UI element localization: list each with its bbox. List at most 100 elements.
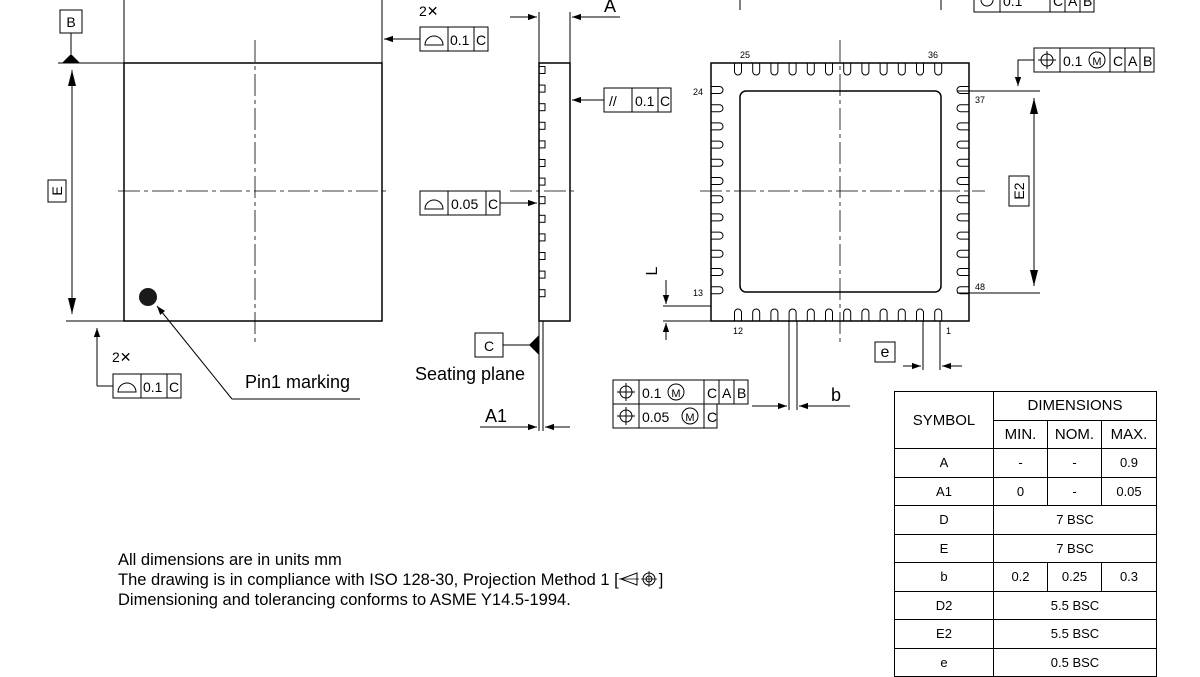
fcf-top-value: 0.1 — [1003, 0, 1023, 9]
position-icon — [980, 0, 994, 7]
symbol-cell: E — [894, 533, 994, 563]
pad-lead-bottom — [788, 308, 797, 321]
drawing-notes: All dimensions are in units mm The drawi… — [118, 550, 663, 610]
pin-number-25: 25 — [740, 50, 750, 60]
fcf-surface-side-datum: C — [488, 196, 498, 212]
value-cell: 5.5 BSC — [993, 619, 1157, 649]
fcf-top-datum-a: A — [1068, 0, 1078, 9]
fcf-surface-top-datum: C — [476, 32, 486, 48]
datum-B-label: B — [66, 14, 75, 30]
pad-lead-bottom — [861, 308, 870, 321]
fcf-top-datum-c: C — [1053, 0, 1063, 9]
side-lead — [538, 177, 546, 186]
pad-lead-bottom — [806, 308, 815, 321]
datum-B-triangle — [62, 54, 80, 63]
symbol-cell: A1 — [894, 476, 994, 506]
seating-plane-label: Seating plane — [415, 364, 525, 384]
pad-lead-top — [916, 63, 924, 76]
pad-lead-left — [711, 213, 724, 222]
pin1-marking-label: Pin1 marking — [245, 372, 350, 392]
symbol-header: SYMBOL — [894, 391, 994, 449]
pin1-dot — [139, 288, 157, 306]
dim-box-e — [874, 341, 896, 363]
pad-lead-top — [788, 63, 797, 76]
fcf-top-datum-b: B — [1083, 0, 1092, 9]
fcf-parallel-value: 0.1 — [635, 93, 655, 109]
note-units: All dimensions are in units mm — [118, 551, 342, 569]
side-lead — [538, 214, 546, 223]
column-header: NOM. — [1047, 419, 1102, 449]
pad-lead-left — [711, 158, 724, 167]
pad-lead-right — [956, 122, 969, 131]
pad-lead-right — [956, 195, 969, 204]
arrowhead — [68, 70, 76, 86]
pin-number-36: 36 — [928, 50, 938, 60]
pin-number-37: 37 — [975, 95, 985, 105]
pin-number-48: 48 — [975, 282, 985, 292]
svg-text:M: M — [671, 388, 680, 400]
fcf-surface-top-value: 0.1 — [450, 32, 470, 48]
value-cell: 5.5 BSC — [993, 590, 1157, 620]
count-2x-top: 2✕ — [419, 3, 439, 19]
symbol-cell: e — [894, 647, 994, 677]
value-cell: 7 BSC — [993, 505, 1157, 535]
fcf-surface-side — [419, 190, 501, 216]
pad-lead-right — [956, 158, 969, 167]
svg-text:M: M — [685, 412, 694, 424]
pad-lead-bottom — [825, 308, 833, 321]
count-2x-bottom: 2✕ — [112, 349, 132, 365]
symbol-cell: E2 — [894, 619, 994, 649]
pad-lead-left — [711, 140, 724, 149]
side-leads — [538, 66, 546, 298]
table-row: A--0.9 — [894, 448, 1157, 478]
value-cell: 0.25 — [1047, 562, 1102, 592]
fcf-parallel-datum: C — [660, 93, 670, 109]
side-lead — [538, 121, 546, 130]
pin-number-24: 24 — [693, 87, 703, 97]
note-iso-text: The drawing is in compliance with ISO 12… — [118, 571, 619, 589]
pin-number-13: 13 — [693, 288, 703, 298]
datum-C-triangle — [529, 335, 539, 355]
fcf-surface-top — [419, 26, 489, 52]
mmc-icon — [667, 383, 685, 401]
svg-text:M: M — [1092, 56, 1101, 68]
pin1-leader — [156, 305, 233, 400]
table-subheader-row: MIN.NOM.MAX. — [895, 419, 1157, 449]
column-header: MIN. — [993, 419, 1048, 449]
fcf-lead-value: 0.1 — [642, 385, 662, 401]
pad-lead-top — [806, 63, 815, 76]
value-cell: 0.3 — [1101, 562, 1157, 592]
mmc-icon — [1088, 51, 1106, 69]
column-header: MAX. — [1101, 419, 1157, 449]
surface-profile-icon — [424, 199, 444, 210]
side-lead — [538, 289, 546, 298]
side-lead — [538, 252, 546, 260]
pad-lead-left — [711, 122, 724, 131]
leader-line — [1014, 59, 1034, 86]
dim-box-E — [47, 179, 67, 203]
package-outline-side — [538, 62, 571, 322]
dim-label-e: e — [881, 344, 890, 361]
bottom-view: 25 36 24 37 13 48 12 1 0.1 C A B 0.1 M C… — [612, 0, 1155, 429]
value-cell: 0.5 BSC — [993, 647, 1157, 677]
dimensions-header: DIMENSIONS — [993, 391, 1157, 421]
pad-lead-right — [956, 286, 969, 295]
side-lead — [538, 159, 546, 167]
note-asme: Dimensioning and tolerancing conforms to… — [118, 591, 571, 609]
pad-lead-top — [897, 63, 906, 76]
pad-lead-top — [934, 63, 943, 76]
pad-lead-left — [711, 177, 724, 185]
exposed-pad — [739, 90, 942, 293]
side-lead — [538, 140, 546, 149]
symbol-cell: A — [894, 448, 994, 478]
fcf-surface-side-value: 0.05 — [451, 196, 478, 212]
value-cell: - — [1047, 476, 1102, 506]
pad-lead-bottom — [734, 308, 742, 321]
side-lead — [538, 66, 546, 74]
